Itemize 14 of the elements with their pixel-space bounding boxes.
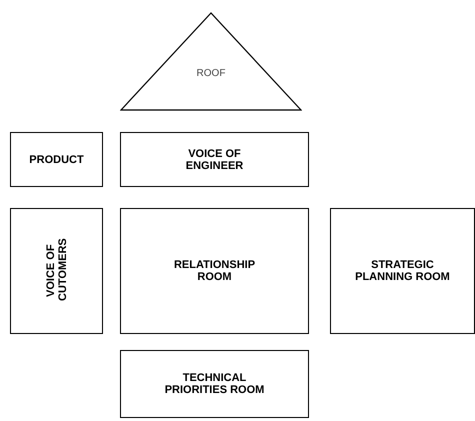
section-box — [10, 208, 103, 334]
section-label: VOICE OF ENGINEER — [184, 148, 244, 172]
section-label: VOICE OF CUTOMERS — [44, 241, 68, 301]
roof-triangle — [120, 12, 302, 111]
roof-label: ROOF — [196, 68, 226, 79]
section-label: PRODUCT — [28, 154, 85, 166]
section-box — [120, 350, 309, 418]
section-label: TECHNICAL PRIORITIES ROOM — [164, 372, 266, 396]
section-box — [120, 208, 309, 334]
section-label: RELATIONSHIP ROOM — [172, 259, 256, 283]
section-box — [330, 208, 475, 334]
section-box — [120, 132, 309, 187]
section-box — [10, 132, 103, 187]
section-label: STRATEGIC PLANNING ROOM — [354, 259, 451, 283]
